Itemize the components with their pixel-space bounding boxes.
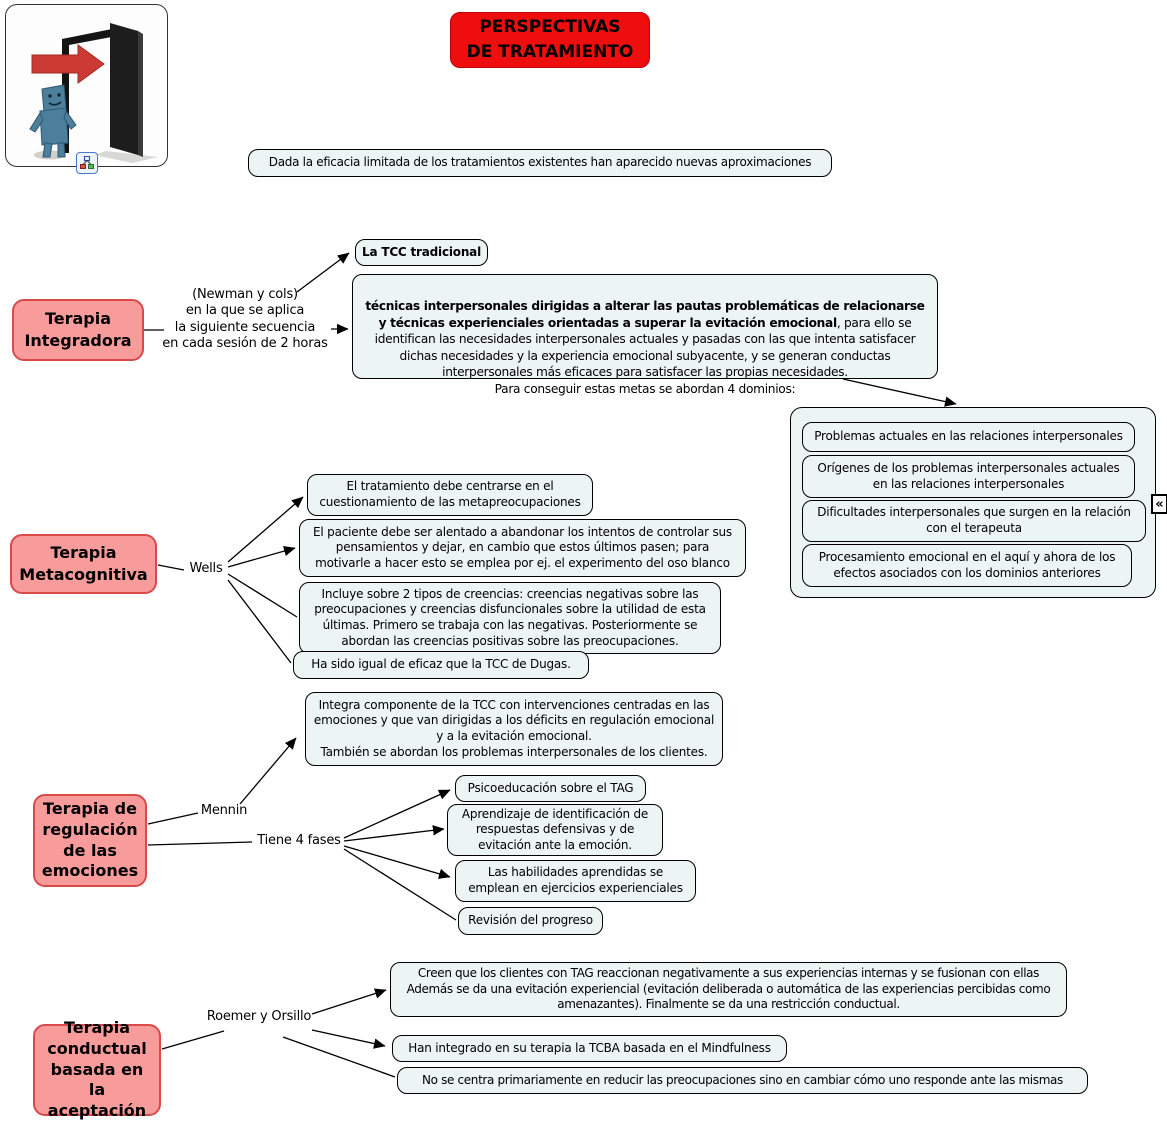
- door-exit-image[interactable]: [5, 4, 168, 167]
- node-dominio-2[interactable]: Orígenes de los problemas interpersonale…: [802, 455, 1135, 498]
- node-metacognitiva-4[interactable]: Ha sido igual de eficaz que la TCC de Du…: [293, 651, 589, 679]
- node-tecnicas-bold-text: técnicas interpersonales dirigidas a alt…: [365, 299, 925, 330]
- link-label-tiene-4-fases[interactable]: Tiene 4 fases: [257, 833, 341, 848]
- node-metacognitiva-1[interactable]: El tratamiento debe centrarse en el cues…: [307, 474, 593, 516]
- topic-terapia-regulacion[interactable]: Terapia de regulación de las emociones: [33, 794, 147, 887]
- node-fase-1[interactable]: Psicoeducación sobre el TAG: [455, 775, 646, 802]
- node-fase-4[interactable]: Revisión del progreso: [458, 907, 603, 935]
- concept-map-resource-icon[interactable]: [76, 152, 98, 174]
- node-fase-2[interactable]: Aprendizaje de identificación de respues…: [447, 804, 663, 856]
- node-mennin-integra[interactable]: Integra componente de la TCC con interve…: [305, 692, 723, 766]
- topic-terapia-conductual-aceptacion[interactable]: Terapia conductual basada en la aceptaci…: [33, 1018, 161, 1120]
- node-metacognitiva-3[interactable]: Incluye sobre 2 tipos de creencias: cree…: [299, 582, 721, 654]
- node-intro[interactable]: Dada la eficacia limitada de los tratami…: [248, 149, 832, 177]
- node-metacognitiva-2[interactable]: El paciente debe ser alentado a abandona…: [299, 519, 746, 577]
- node-aceptacion-1[interactable]: Creen que los clientes con TAG reacciona…: [390, 962, 1067, 1017]
- node-dominio-3[interactable]: Dificultades interpersonales que surgen …: [802, 500, 1146, 542]
- node-fase-3[interactable]: Las habilidades aprendidas se emplean en…: [455, 860, 696, 902]
- node-dominio-4[interactable]: Procesamiento emocional en el aquí y aho…: [802, 544, 1132, 587]
- node-aceptacion-3[interactable]: No se centra primariamente en reducir la…: [397, 1067, 1088, 1094]
- link-label-wells[interactable]: Wells: [189, 561, 223, 576]
- collapse-expand-icon[interactable]: «: [1151, 494, 1167, 514]
- node-tecnicas-last-line: Para conseguir estas metas se abordan 4 …: [494, 381, 796, 396]
- link-label-newman[interactable]: (Newman y cols) en la que se aplica la s…: [162, 287, 328, 351]
- link-label-mennin[interactable]: Mennin: [200, 803, 248, 818]
- node-aceptacion-2[interactable]: Han integrado en su terapia la TCBA basa…: [392, 1035, 787, 1062]
- link-label-roemer-orsillo[interactable]: Roemer y Orsillo: [206, 1009, 312, 1024]
- mini-map-glyph: [80, 156, 94, 169]
- door-illustration: [29, 23, 158, 163]
- node-tecnicas-rest-text: , para ello se identifican las necesidad…: [374, 315, 916, 380]
- cartoon-figure: [29, 84, 77, 158]
- node-dominio-1[interactable]: Problemas actuales en las relaciones int…: [802, 422, 1135, 452]
- topic-terapia-integradora[interactable]: Terapia Integradora: [12, 299, 144, 361]
- node-tecnicas-interpersonales[interactable]: técnicas interpersonales dirigidas a alt…: [352, 274, 938, 396]
- node-tcc-tradicional[interactable]: La TCC tradicional: [355, 239, 488, 266]
- map-title[interactable]: PERSPECTIVAS DE TRATAMIENTO: [450, 12, 650, 68]
- topic-terapia-metacognitiva[interactable]: Terapia Metacognitiva: [10, 534, 157, 594]
